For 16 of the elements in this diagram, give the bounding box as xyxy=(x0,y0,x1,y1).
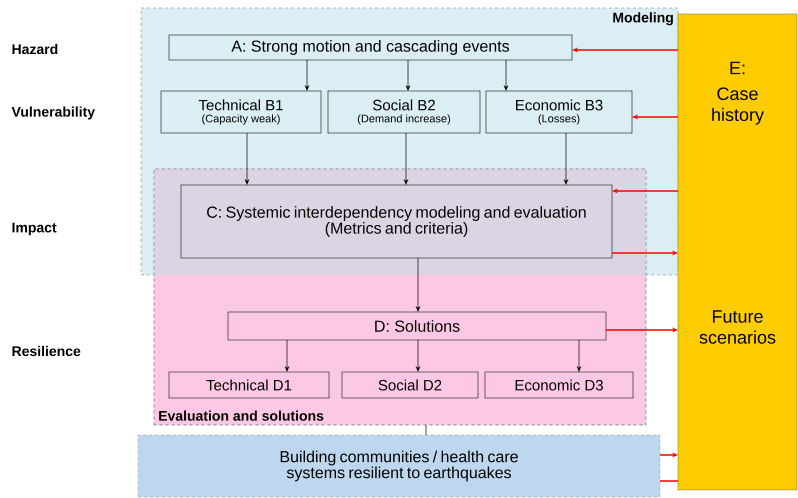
row-label: Hazard xyxy=(12,44,58,54)
row-label: Resilience xyxy=(12,346,80,356)
process-box: C: Systemic interdependency modeling and evaluation (Metrics and criteria) xyxy=(180,184,612,258)
process-box: Social B2 (Demand increase) xyxy=(328,90,480,134)
connector-line xyxy=(660,480,678,482)
process-box: A: Strong motion and cascading events xyxy=(168,34,572,60)
side-panel: E: Case history Future scenarios xyxy=(678,14,798,490)
process-box: Technical D1 xyxy=(168,372,330,398)
process-box: D: Solutions xyxy=(228,312,606,340)
goal-band: Building communities / health care systems resilient to earthquakes xyxy=(138,434,660,498)
process-box: Social D2 xyxy=(342,372,478,398)
row-label: Vulnerability xyxy=(12,106,95,120)
process-box: Economic D3 xyxy=(484,372,634,398)
process-box: Technical B1 (Capacity weak) xyxy=(160,90,322,134)
row-label: Impact xyxy=(12,222,56,236)
process-box: Economic B3 (Losses) xyxy=(486,90,632,134)
